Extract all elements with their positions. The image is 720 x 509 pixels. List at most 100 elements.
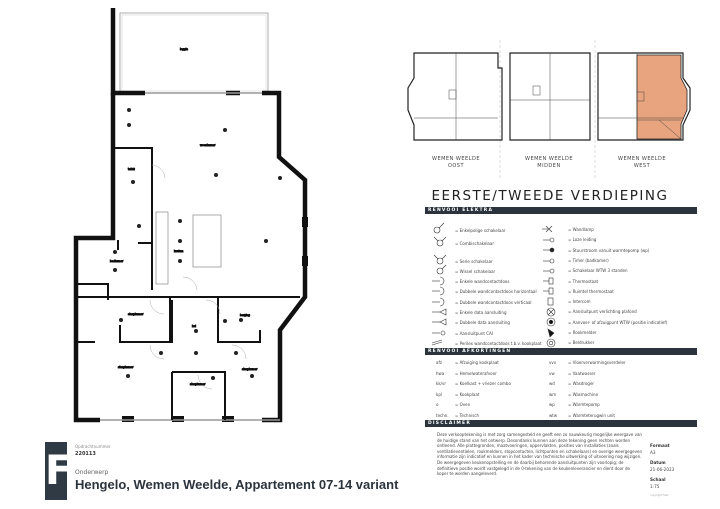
plan-title: EERSTE/TWEEDE VERDIEPING <box>431 188 669 204</box>
electra-header: RENVOOI ELEKTRA <box>425 207 697 214</box>
abbreviation-code: vw <box>549 370 555 376</box>
empty-pipe-icon <box>543 237 555 243</box>
abbreviation-code: o <box>436 402 439 407</box>
subject-title: Hengelo, Wemen Weelde, Appartement 07-14… <box>75 477 399 492</box>
abbreviation-meaning: = Afzuiging kookplaat <box>455 360 499 365</box>
legend-item-label: = Intercom <box>568 299 591 305</box>
legend-item-label: = Beldrukker <box>568 340 595 346</box>
legend-item-label: = Serie schakelaar <box>455 259 493 264</box>
legend-item-label: = Perilex wandcontactdoos t.b.v. kookpla… <box>455 341 542 346</box>
double-socket-h-icon <box>432 286 445 296</box>
legend-item-label: = Loze leiding <box>568 237 597 243</box>
legend-item-label: = Dubbele data aansluiting <box>455 320 510 325</box>
keyplan-label-oost: WEMEN WEELDE OOST <box>432 156 480 169</box>
building-oost <box>407 52 503 141</box>
double-socket-v-icon <box>432 297 445 307</box>
disclaimer-header: DISCLAIMER <box>425 420 697 427</box>
legend-item-label: = Combischakelaar <box>455 241 494 246</box>
abbreviation-code: wd <box>549 381 555 386</box>
legend-item-label: = Dubbele wandcontactdoos verticaal <box>455 300 532 305</box>
abbreviation-meaning: = Vloerverwarmingsverdeler <box>568 360 626 365</box>
room-label: badkamer <box>110 259 124 263</box>
disclaimer-text: Deze verkooptekening is met zorg samenge… <box>437 432 642 477</box>
abbreviation-meaning: = Wasmachine <box>568 391 599 397</box>
single-data-icon <box>432 308 447 316</box>
format-value: A3 <box>650 450 656 455</box>
wissel-switch-icon <box>436 264 447 275</box>
abbreviation-meaning: = Wasdroger <box>568 381 595 386</box>
legend-item-label: = Timer (badkamer) <box>568 257 609 263</box>
keyplan-label-west: WEMEN WEELDE WEST <box>618 156 666 169</box>
key-plan <box>407 40 691 180</box>
abbreviation-code: hwa <box>436 370 445 376</box>
afkortingen-header: RENVOOI AFKORTINGEN <box>425 348 697 355</box>
highlighted-apartment <box>636 54 688 140</box>
abbreviation-meaning: = Hemelwaterafvoer <box>455 370 497 376</box>
legend-item-label: = Enkelpolige schakelaar <box>455 228 506 233</box>
timer-icon <box>543 258 555 264</box>
legend-item-label: = Thermostaat <box>568 278 599 284</box>
abbreviation-meaning: = Warmtepomp <box>568 402 600 407</box>
legend-item-label: = Aansluitpunt verlichting plafond <box>568 309 637 315</box>
double-data-icon <box>432 318 447 326</box>
legend-item-label: = Rookmelder <box>568 330 597 335</box>
date-label: Datum <box>650 460 666 465</box>
perilex-icon <box>431 339 443 346</box>
legend-item-label: = Stuurstroom vanuit warmtepomp (wp) <box>568 247 650 253</box>
legend-item-label: = Aansluitpunt CAI <box>455 331 493 336</box>
doorbell-icon <box>546 338 556 348</box>
logo-letter: F <box>45 448 73 494</box>
legend-item-label: = Ruimtel thermostaat <box>568 288 614 294</box>
single-switch-icon <box>433 222 445 234</box>
intercom-icon <box>547 297 554 306</box>
legend-item-label: = Schakelaar WTW 3 standen <box>568 268 628 274</box>
subject-label: Onderwerp <box>75 469 109 476</box>
abbreviation-meaning: = Technisch <box>455 412 480 418</box>
abbreviation-code: wp <box>549 402 555 407</box>
ceiling-light-icon <box>546 307 556 317</box>
abbreviation-code: wtw <box>549 412 558 418</box>
room-label: loggia <box>180 47 188 51</box>
room-label: hal <box>192 324 196 328</box>
combi-switch-icon <box>433 236 447 247</box>
wtw-vent-icon <box>546 317 556 327</box>
room-label: slaapkamer <box>118 365 134 369</box>
legend-item-label: = Wissel schakelaar <box>455 269 496 274</box>
cai-icon <box>432 330 446 336</box>
legend-item-label: = Aanvoer- of afzuigpunt WTW (positie in… <box>568 319 668 325</box>
smoke-detector-icon <box>547 328 555 338</box>
room-label: slaapkamer <box>242 367 258 371</box>
room-thermostat-icon <box>543 287 554 295</box>
abbreviation-code: vvv <box>549 360 557 365</box>
outer-wall <box>110 8 145 96</box>
abbreviation-meaning: = Koelkast + vriezer combo <box>455 381 511 386</box>
project-number: 220113 <box>75 451 96 457</box>
format-label: Formaat <box>650 443 670 448</box>
room-label: toilet <box>128 167 135 171</box>
serie-switch-icon <box>433 254 447 265</box>
legend-item-label: = Dubbele wandcontactdoos horizontaal <box>455 289 537 294</box>
room-label: keuken <box>174 249 184 253</box>
legend-item-label: = Wandlamp <box>568 227 594 232</box>
scale-value: 1:75 <box>650 484 660 489</box>
building-midden <box>509 52 591 141</box>
abbreviation-code: wm <box>549 391 557 397</box>
date-value: 21-06-2023 <box>650 467 675 472</box>
wall-lamp-icon <box>542 225 553 233</box>
thermostat-icon <box>543 277 554 285</box>
abbreviation-meaning: = Warmteterugwin unit <box>568 412 615 418</box>
building-west <box>597 52 691 141</box>
abbreviation-meaning: = Oven <box>455 402 471 407</box>
scale-label: Schaal <box>650 477 666 482</box>
abbreviation-meaning: = Vaatwasser <box>568 370 596 376</box>
room-label: slaapkamer <box>190 382 206 386</box>
legend-item-label: = Enkele data aansluiting <box>455 310 507 315</box>
control-current-icon <box>543 247 555 253</box>
company-logo: F <box>45 442 73 500</box>
legend-item-label: = Enkele wandcontactdoos <box>455 279 510 284</box>
abbreviation-code: kpl <box>436 391 442 397</box>
balcony-outline <box>119 12 269 94</box>
keyplan-label-midden: WEMEN WEELDE MIDDEN <box>525 156 573 169</box>
